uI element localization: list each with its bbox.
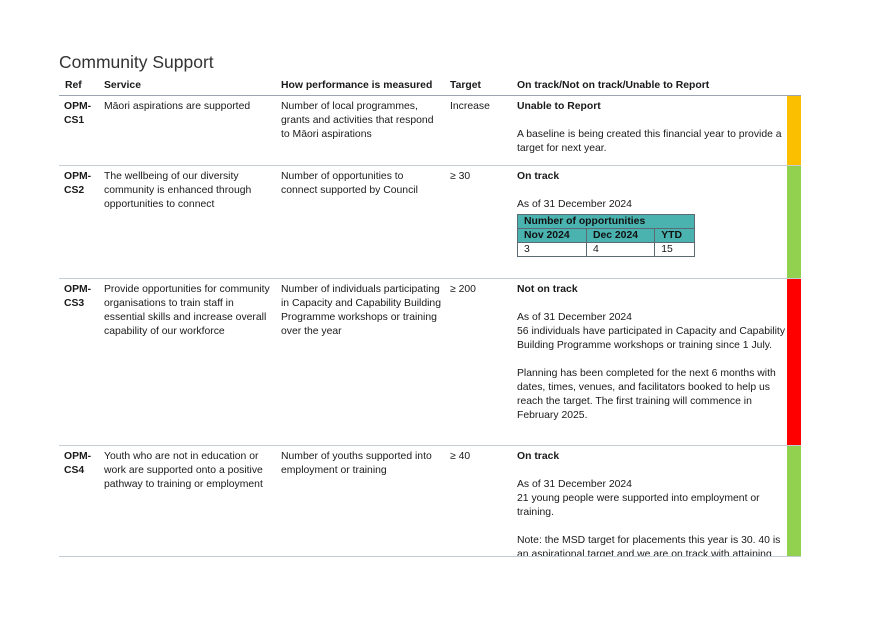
status-note: 56 individuals have participated in Capa… — [517, 326, 786, 351]
ref-cell: OPM- CS4 — [59, 445, 104, 557]
target-cell: ≥ 200 — [450, 278, 517, 446]
header-row: Ref Service How performance is measured … — [59, 78, 801, 96]
column-header-measure: How performance is measured — [281, 78, 450, 96]
status-cell: On track As of 31 December 2024 Number o… — [517, 165, 787, 279]
status-label: On track — [517, 171, 560, 182]
opportunities-value-dec: 4 — [585, 242, 656, 257]
status-label: Unable to Report — [517, 101, 601, 112]
service-cell: The wellbeing of our diversity community… — [104, 165, 281, 279]
status-swatch — [787, 279, 801, 445]
status-swatch — [787, 446, 801, 556]
performance-table: Ref Service How performance is measured … — [59, 78, 801, 557]
opportunities-header-nov: Nov 2024 — [517, 228, 587, 243]
status-swatch — [787, 96, 801, 165]
ref-code: CS1 — [64, 115, 85, 126]
table-row: OPM- CS3 Provide opportunities for commu… — [59, 278, 801, 446]
column-header-status: On track/Not on track/Unable to Report — [517, 78, 801, 96]
measure-cell: Number of local programmes, grants and a… — [281, 95, 450, 166]
status-label: Not on track — [517, 284, 578, 295]
ref-prefix: OPM- — [64, 101, 92, 112]
status-note: As of 31 December 2024 — [517, 312, 632, 323]
status-note: 21 young people were supported into empl… — [517, 493, 760, 518]
status-cell: Unable to Report A baseline is being cre… — [517, 95, 787, 166]
status-note: Planning has been completed for the next… — [517, 368, 776, 421]
status-note: Note: the MSD target for placements this… — [517, 535, 781, 556]
target-cell: ≥ 40 — [450, 445, 517, 557]
page-title: Community Support — [59, 52, 214, 72]
status-note: A baseline is being created this financi… — [517, 129, 782, 154]
opportunities-value-ytd: 15 — [654, 242, 695, 257]
column-header-ref: Ref — [59, 78, 104, 96]
service-cell: Youth who are not in education or work a… — [104, 445, 281, 557]
ref-prefix: OPM- — [64, 451, 92, 462]
opportunities-header-ytd: YTD — [654, 228, 695, 243]
status-color-bar — [787, 95, 801, 166]
status-cell: Not on track As of 31 December 2024 56 i… — [517, 278, 787, 446]
measure-cell: Number of youths supported into employme… — [281, 445, 450, 557]
status-note: As of 31 December 2024 — [517, 199, 632, 210]
target-cell: ≥ 30 — [450, 165, 517, 279]
status-color-bar — [787, 278, 801, 446]
target-cell: Increase — [450, 95, 517, 166]
table-row: OPM- CS2 The wellbeing of our diversity … — [59, 165, 801, 279]
table-row: OPM- CS4 Youth who are not in education … — [59, 445, 801, 557]
ref-code: CS3 — [64, 298, 85, 309]
ref-prefix: OPM- — [64, 171, 92, 182]
ref-prefix: OPM- — [64, 284, 92, 295]
column-header-service: Service — [104, 78, 281, 96]
opportunities-table-title: Number of opportunities — [517, 214, 695, 229]
status-swatch — [787, 166, 801, 278]
service-cell: Māori aspirations are supported — [104, 95, 281, 166]
ref-cell: OPM- CS1 — [59, 95, 104, 166]
ref-code: CS2 — [64, 185, 85, 196]
ref-cell: OPM- CS2 — [59, 165, 104, 279]
status-cell: On track As of 31 December 2024 21 young… — [517, 445, 787, 557]
measure-cell: Number of individuals participating in C… — [281, 278, 450, 446]
status-note: As of 31 December 2024 — [517, 479, 632, 490]
ref-cell: OPM- CS3 — [59, 278, 104, 446]
service-cell: Provide opportunities for community orga… — [104, 278, 281, 446]
status-color-bar — [787, 165, 801, 279]
opportunities-value-nov: 3 — [517, 242, 587, 257]
table-row: OPM- CS1 Māori aspirations are supported… — [59, 95, 801, 166]
status-label: On track — [517, 451, 560, 462]
ref-code: CS4 — [64, 465, 85, 476]
column-header-target: Target — [450, 78, 517, 96]
opportunities-header-dec: Dec 2024 — [585, 228, 656, 243]
status-color-bar — [787, 445, 801, 557]
opportunities-table: Number of opportunities Nov 2024 Dec 202… — [517, 214, 695, 257]
measure-cell: Number of opportunities to connect suppo… — [281, 165, 450, 279]
